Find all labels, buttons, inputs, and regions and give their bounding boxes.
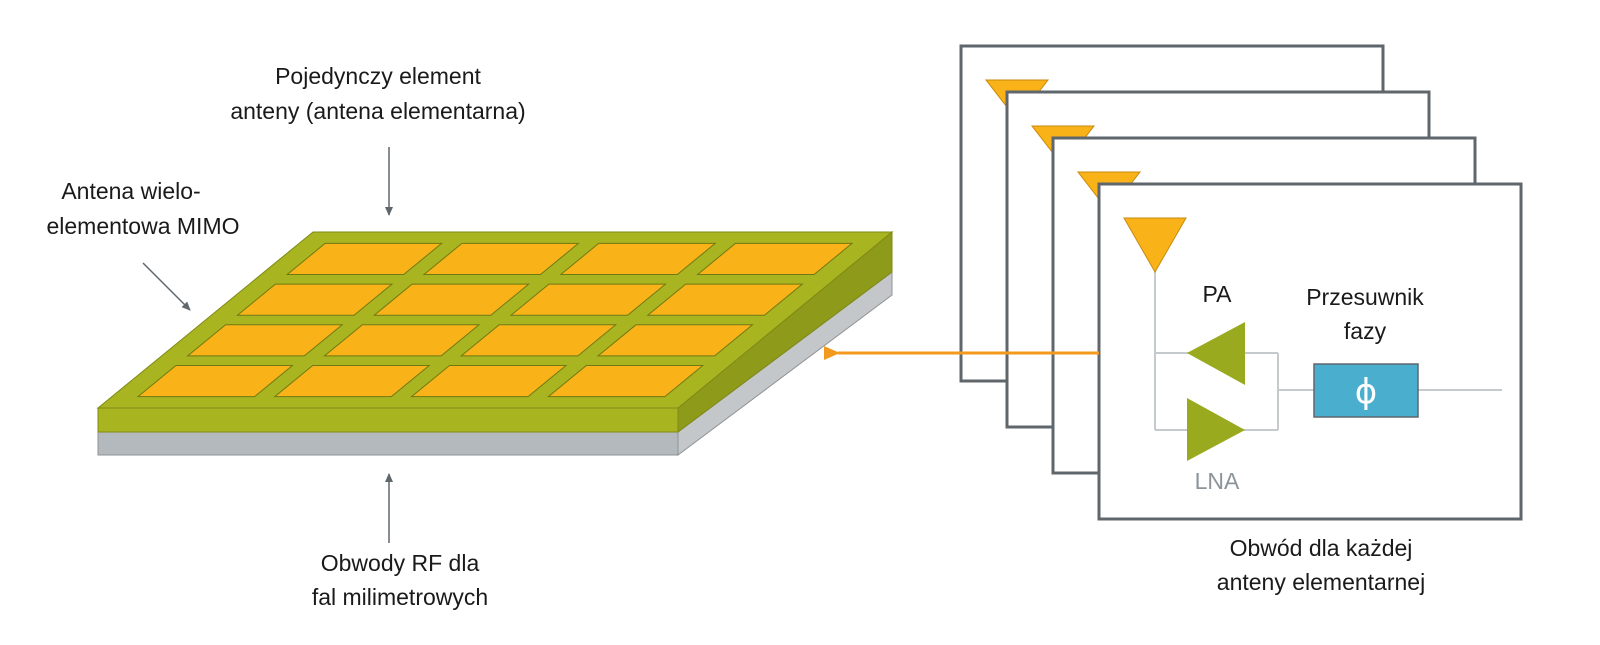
phase-shifter-label-line2: fazy [1344,318,1387,344]
antenna-patch [646,283,804,316]
rf-label-line1: Obwody RF dla [321,550,480,576]
lna-label: LNA [1195,468,1240,494]
antenna-patch [547,365,705,398]
antenna-patch [372,283,531,316]
pa-label: PA [1203,281,1233,307]
board-front [97,407,679,433]
antenna-patch [596,324,754,357]
pa-amplifier-icon [1187,322,1245,385]
single-element-label-line2: anteny (antena elementarna) [230,98,525,124]
antenna-patch [323,324,481,357]
circuit-wiring [1154,268,1502,431]
antenna-patch [410,365,568,398]
lna-amplifier-icon [1187,398,1245,461]
antenna-patch [186,324,344,357]
antenna-patch [236,283,394,316]
mimo-arrow [142,262,191,311]
antenna-patch [559,242,717,275]
antenna-patch [422,242,580,275]
phase-shifter-box [1313,363,1419,418]
antenna-patch [136,365,294,398]
phase-symbol: ϕ [1355,372,1377,412]
mimo-label-line1: Antena wielo- [61,178,200,204]
antenna-patch [459,324,618,357]
antenna-patch [285,242,443,275]
board-top [96,231,894,409]
antenna-patches [136,242,854,398]
antenna-patch [273,365,431,398]
rf-label-line2: fal milimetrowych [312,584,488,610]
circuit-label-line2: anteny elementarnej [1217,569,1425,595]
circuit-card-4: ϕ PA LNA Przesuwnik fazy [1097,182,1523,521]
mimo-label-line2: elementowa MIMO [46,213,239,239]
substrate-front [97,431,679,456]
antenna-element-icon [1123,217,1187,274]
antenna-patch [696,242,854,275]
phase-shifter-label-line1: Przesuwnik [1306,284,1424,310]
antenna-patch [509,283,667,316]
antenna-board [96,230,894,456]
single-element-label-line1: Pojedynczy element [275,63,481,89]
circuit-label-line1: Obwód dla każdej [1230,535,1413,561]
